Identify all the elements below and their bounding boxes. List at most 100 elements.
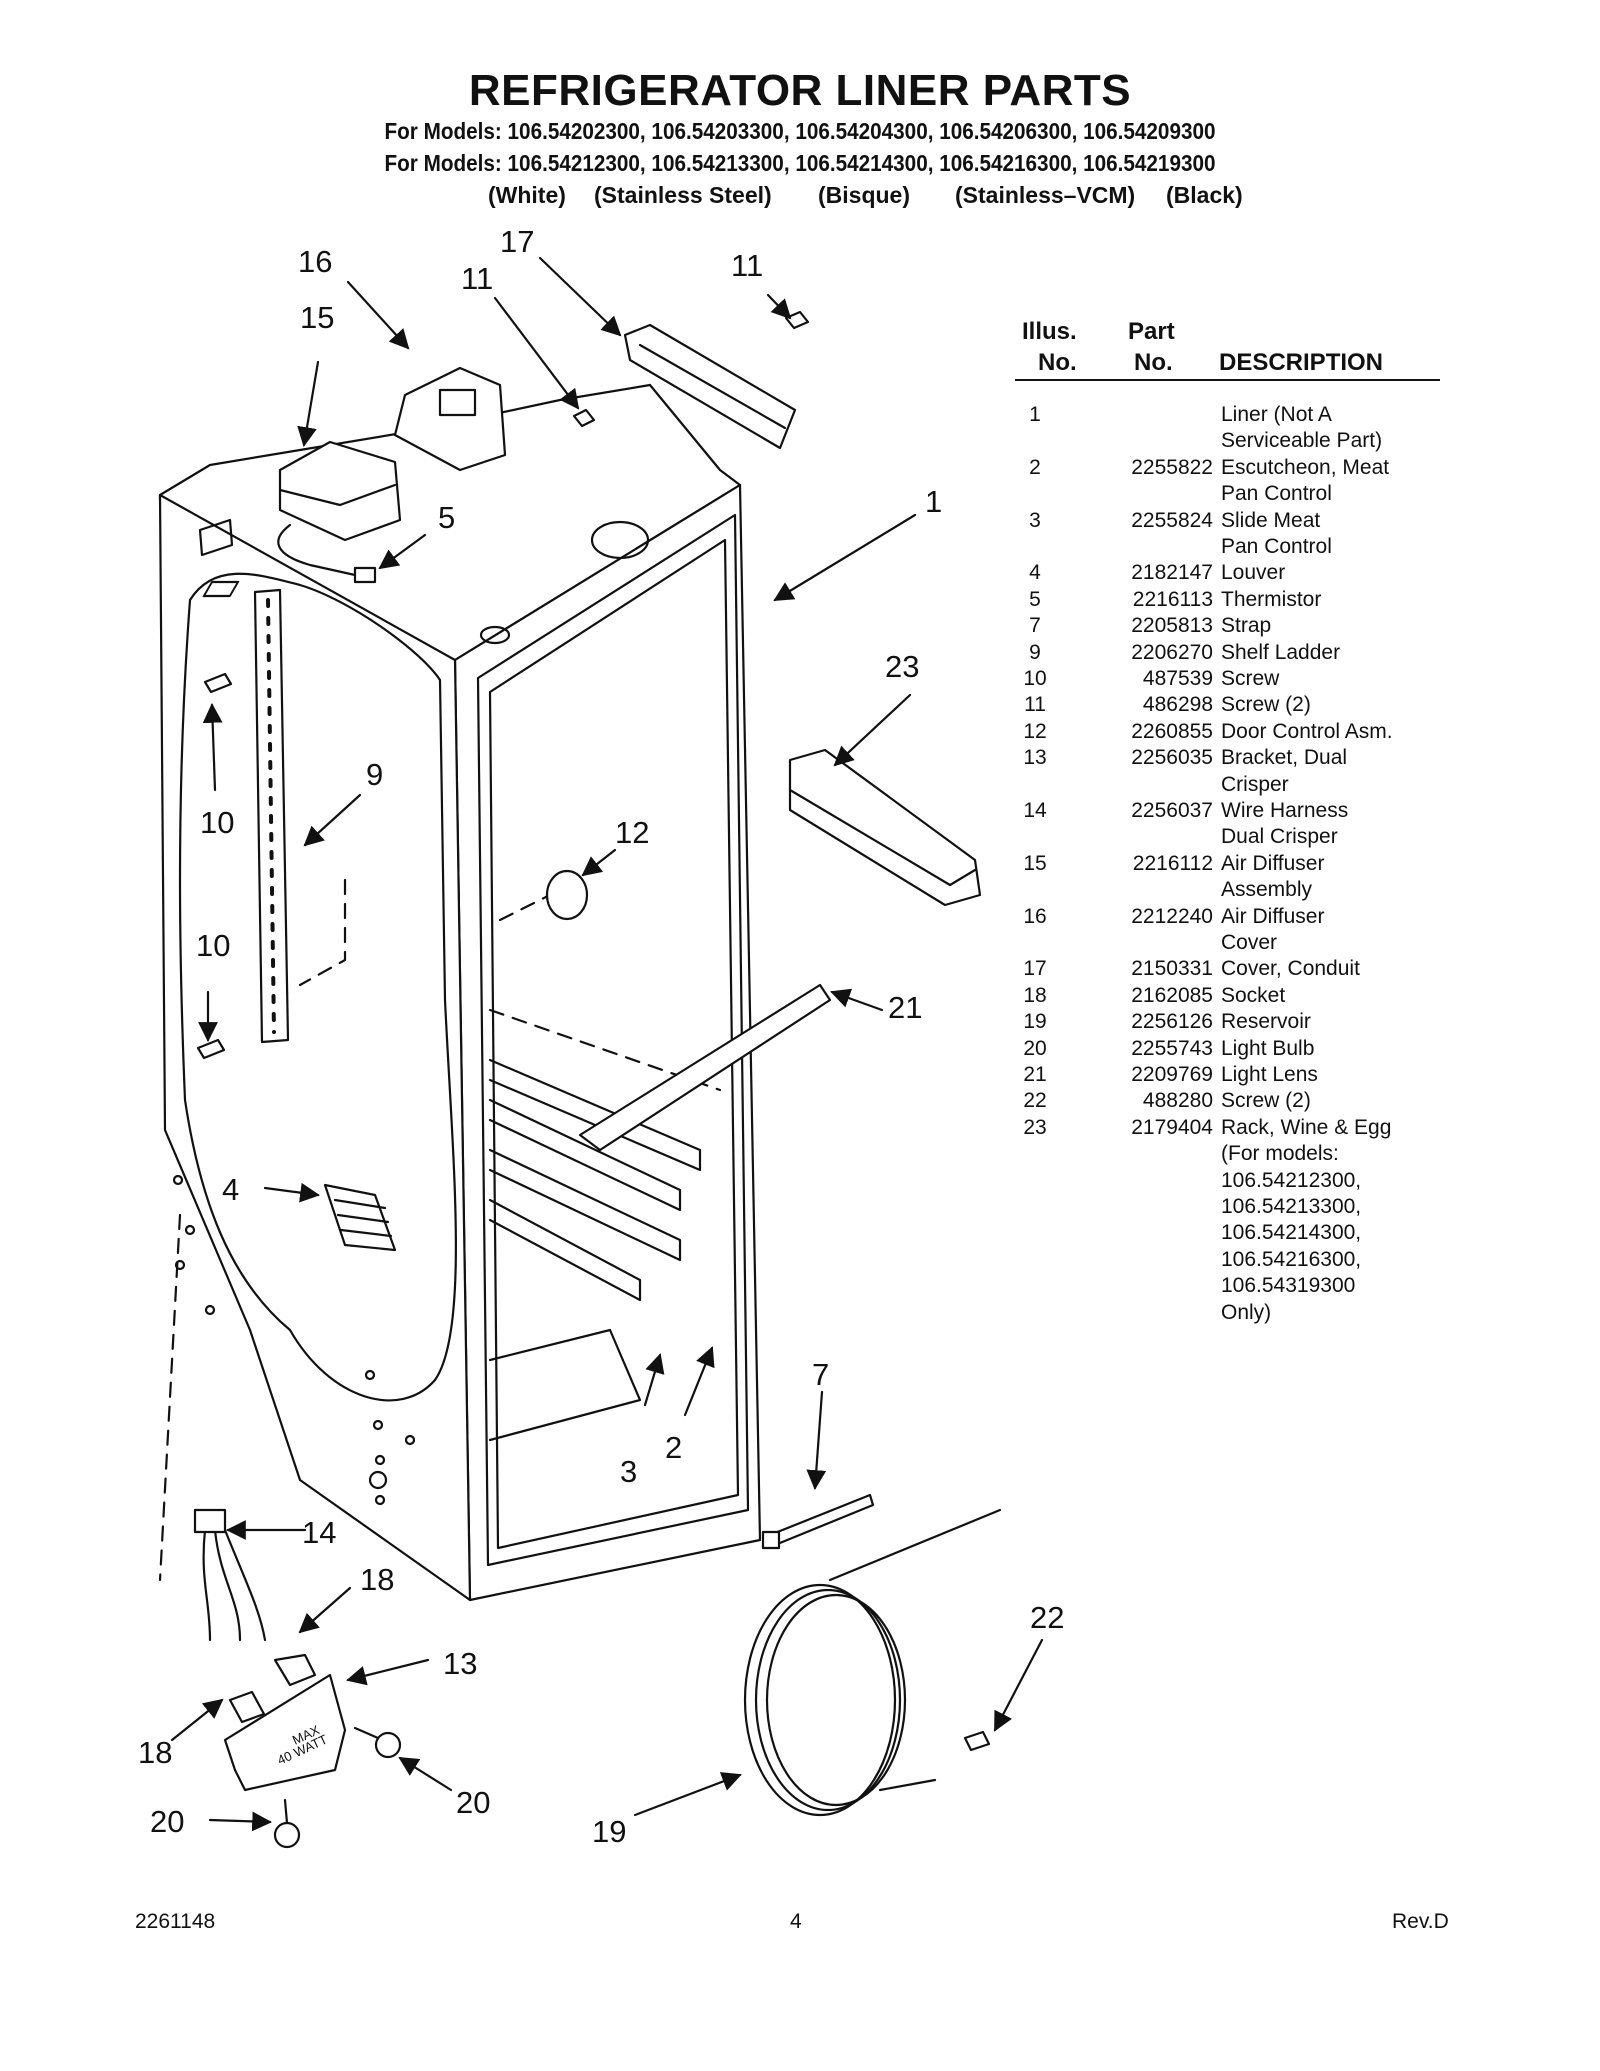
part-illus-no: 16 [1023,904,1047,928]
color-white: (White) [488,182,566,208]
part-number: 2256126 [1131,1010,1213,1034]
part-description-line: Strap [1221,614,1272,638]
header-part: Part [1128,318,1175,345]
callout-14: 14 [302,1515,336,1550]
callout-10-upper: 10 [200,805,234,840]
part-description-line: 106.54212300, [1221,1168,1362,1192]
part-description: Screw (2) [1221,1088,1441,1114]
part-description-line: Bracket, Dual [1221,746,1348,770]
callout-18-lower: 18 [138,1735,172,1770]
part-illus-no: 2 [1029,455,1041,479]
part-description-line: Only) [1221,1300,1272,1324]
callout-17: 17 [500,224,534,259]
leader-lines [170,256,1044,1832]
part-description-line: (For models: [1221,1142,1339,1166]
part-description-line: Serviceable Part) [1221,429,1383,453]
part-number: 486298 [1142,693,1213,717]
callout-18-upper: 18 [360,1562,394,1597]
models-line-2: For Models: 106.54212300, 106.54213300, … [384,150,1216,176]
part-description: Strap [1221,613,1441,639]
part-illus-no: 11 [1024,693,1046,717]
part-description-line: Light Lens [1221,1063,1318,1086]
revision-label: Rev.D [1392,1910,1449,1933]
part-illus-no: 19 [1023,1010,1047,1034]
part-number: 2260855 [1131,719,1213,743]
callout-10-lower: 10 [196,928,230,963]
color-bisque: (Bisque) [818,182,910,208]
header-illus: Illus. [1022,318,1077,345]
callout-21: 21 [888,990,922,1025]
part-number: 2216113 [1132,587,1213,611]
part-description-line: 106.54214300, [1221,1221,1362,1245]
part-description-line: Assembly [1221,878,1313,902]
part-number: 2182147 [1131,561,1213,585]
part-description-line: Cover [1221,931,1278,954]
part-description-line: Slide Meat [1221,508,1321,532]
callout-9: 9 [366,757,383,792]
part-description: Light Lens [1221,1062,1441,1088]
part-description-line: Door Control Asm. [1221,719,1393,743]
part-illus-no: 3 [1029,508,1041,532]
part-illus-no: 5 [1029,587,1041,611]
part-description-line: Screw (2) [1221,693,1311,717]
part-description-line: Pan Control [1221,535,1332,558]
part-number: 2206270 [1131,640,1213,664]
part-illus-no: 23 [1023,1115,1047,1139]
page-title: REFRIGERATOR LINER PARTS [468,66,1132,115]
part-description-line: Air Diffuser [1221,851,1325,875]
part-illus-no: 21 [1023,1063,1047,1086]
part-number: 2162085 [1131,983,1213,1007]
part-description: Rack, Wine & Egg (For models:106.54212300… [1221,1115,1441,1326]
callout-7: 7 [812,1357,829,1392]
part-illus-no: 10 [1023,667,1047,690]
part-description-line: Screw [1221,667,1280,690]
callout-23: 23 [885,649,919,684]
callout-12: 12 [615,815,649,850]
part-description: Screw [1221,666,1441,692]
models-line-1: For Models: 106.54202300, 106.54203300, … [384,118,1216,144]
callout-1: 1 [925,484,942,519]
document-number: 2261148 [135,1910,216,1933]
part-illus-no: 1 [1029,403,1041,426]
part-description-line: Crisper [1221,772,1289,796]
part-number: 487539 [1142,667,1213,690]
part-number: 2255743 [1131,1036,1213,1060]
part-description-line: 106.54213300, [1221,1195,1362,1219]
callout-11-left: 11 [461,261,493,296]
part-description: Screw (2) [1221,692,1441,718]
part-description: Louver [1221,560,1441,586]
part-description-line: Rack, Wine & Egg [1221,1115,1392,1139]
part-description-line: Pan Control [1221,482,1332,506]
part-description-line: Reservoir [1221,1010,1311,1034]
callout-5: 5 [438,500,455,535]
callout-20-right: 20 [456,1785,490,1820]
part-description-line: Cover, Conduit [1221,957,1360,981]
part-illus-no: 12 [1023,719,1047,743]
color-black: (Black) [1166,182,1243,208]
part-description-line: Screw (2) [1221,1089,1311,1113]
callout-2: 2 [665,1430,682,1465]
color-stainless-vcm: (Stainless–VCM) [955,182,1136,208]
part-description-line: Light Bulb [1221,1036,1315,1060]
header-rule [1015,379,1440,381]
part-description: Thermistor [1221,587,1441,613]
part-number: 2179404 [1131,1115,1213,1139]
part-number: 2216112 [1132,851,1213,875]
callout-20-left: 20 [150,1804,184,1839]
part-description-line: Escutcheon, Meat [1221,455,1390,479]
part-description: Reservoir [1221,1009,1441,1035]
part-illus-no: 22 [1023,1089,1047,1113]
part-number: 488280 [1142,1089,1213,1113]
part-number: 2212240 [1131,904,1213,928]
callout-16: 16 [298,244,332,279]
part-description-line: Shelf Ladder [1221,640,1341,664]
callout-4: 4 [222,1172,239,1207]
part-illus-no: 4 [1029,561,1041,585]
part-description: Socket [1221,983,1441,1009]
header-description: DESCRIPTION [1219,349,1384,376]
